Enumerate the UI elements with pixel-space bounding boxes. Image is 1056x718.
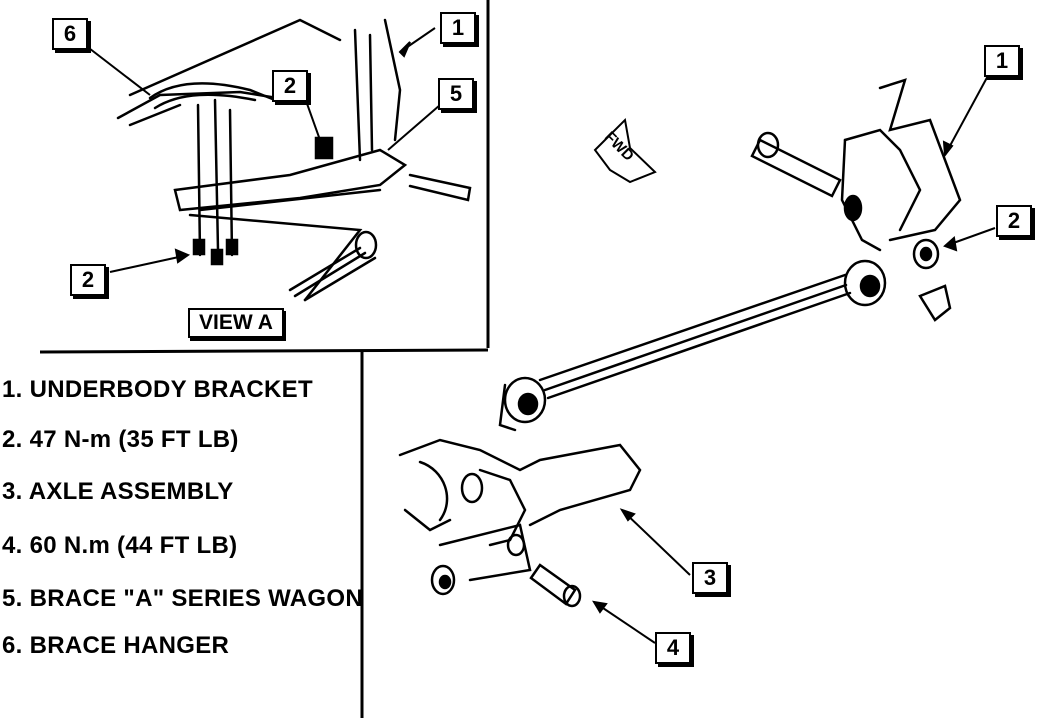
- legend-item-3: 3. AXLE ASSEMBLY: [2, 478, 234, 505]
- callout-2-inset-top: 2: [272, 70, 308, 102]
- legend-item-2: 2. 47 N-m (35 FT LB): [2, 426, 239, 453]
- legend-item-6: 6. BRACE HANGER: [2, 632, 230, 659]
- view-a-brace-drawing: [116, 18, 472, 302]
- legend-item-1: 1. UNDERBODY BRACKET: [2, 376, 313, 403]
- axle-assembly-drawing: [398, 438, 642, 608]
- axle-tube-drawing: [498, 259, 887, 432]
- callout-6-brace-hanger: 6: [52, 18, 88, 50]
- callout-1-inset: 1: [440, 12, 476, 44]
- main-leader-lines: [592, 71, 996, 644]
- legend-item-5: 5. BRACE "A" SERIES WAGON: [2, 585, 363, 612]
- view-a-label: VIEW A: [188, 308, 284, 338]
- forward-arrow-icon: [593, 117, 657, 184]
- underbody-bracket-drawing: [750, 78, 962, 322]
- view-a-inset-frame: [39, 0, 490, 718]
- callout-3-axle-assembly: 3: [692, 562, 728, 594]
- legend-item-4: 4. 60 N.m (44 FT LB): [2, 532, 238, 559]
- callout-2-nut: 2: [996, 205, 1032, 237]
- callout-1-underbody-bracket: 1: [984, 45, 1020, 77]
- callout-5-brace: 5: [438, 78, 474, 110]
- callout-2-inset-bottom: 2: [70, 264, 106, 296]
- callout-4-bolt: 4: [655, 632, 691, 664]
- inset-leader-lines: [84, 27, 441, 273]
